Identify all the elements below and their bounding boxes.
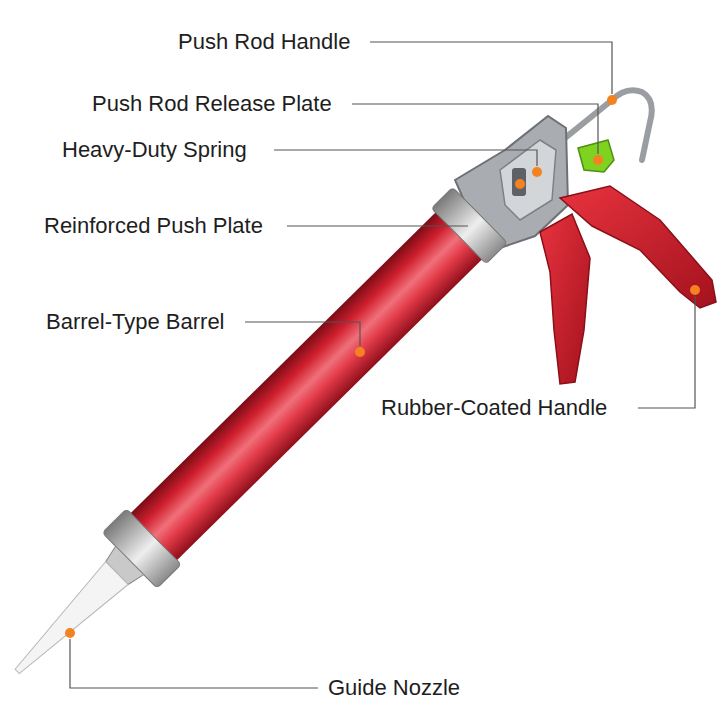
barrel — [0, 187, 507, 699]
leader-dots — [65, 95, 700, 638]
part-label: Barrel-Type Barrel — [44, 309, 227, 335]
release-plate — [578, 140, 614, 172]
part-label: Heavy-Duty Spring — [60, 137, 249, 163]
part-label: Push Rod Handle — [176, 29, 352, 55]
part-label: Guide Nozzle — [326, 675, 462, 701]
part-label: Rubber-Coated Handle — [379, 395, 609, 421]
spring — [512, 168, 526, 196]
part-label: Push Rod Release Plate — [90, 91, 334, 117]
trigger — [540, 214, 590, 384]
frame-plate — [500, 140, 556, 220]
part-label: Reinforced Push Plate — [42, 213, 265, 239]
